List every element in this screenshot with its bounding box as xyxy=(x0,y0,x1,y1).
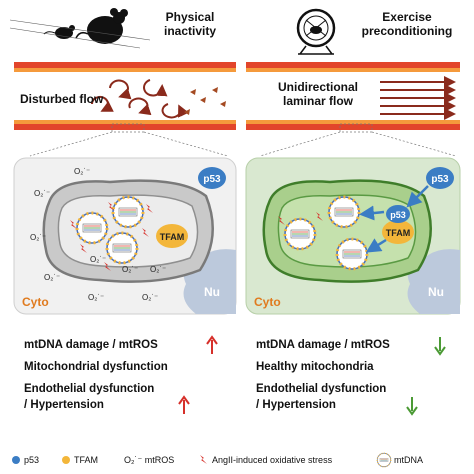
right-outcome-4: / Hypertension xyxy=(256,399,336,411)
vessel-wall-top-left xyxy=(14,62,236,72)
legend-angii-label: AngII-induced oxidative stress xyxy=(212,455,333,465)
right-outcome-1: mtDNA damage / mtROS xyxy=(256,339,390,351)
p53-right-outer: p53 xyxy=(426,167,454,189)
svg-text:O₂˙⁻: O₂˙⁻ xyxy=(44,273,60,282)
vessel-wall-bottom-right xyxy=(246,120,460,130)
svg-text:O₂˙⁻: O₂˙⁻ xyxy=(74,167,90,176)
left-outcome-4: / Hypertension xyxy=(24,399,104,411)
legend-tfam-label: TFAM xyxy=(74,455,98,465)
vessel-wall-top-right xyxy=(246,62,460,72)
tfam-left-label: TFAM xyxy=(160,232,185,242)
laminar-flow-line1: Unidirectional xyxy=(277,80,358,94)
mouse-large-icon xyxy=(75,8,128,44)
right-outcome-3: Endothelial dysfunction xyxy=(256,383,387,395)
legend-tfam-icon xyxy=(62,456,70,464)
right-outcome-2: Healthy mitochondria xyxy=(256,361,374,373)
platelet-triangles xyxy=(184,87,226,115)
up-arrows-left xyxy=(178,335,218,414)
running-wheel-icon xyxy=(296,8,336,55)
legend-mtdna-label: mtDNA xyxy=(394,455,423,465)
svg-text:O₂˙⁻: O₂˙⁻ xyxy=(30,233,46,242)
zoom-lines-right xyxy=(259,123,457,157)
nu-label-right: Nu xyxy=(428,285,444,299)
title-physical-inactivity-line1: Physical xyxy=(165,10,215,24)
laminar-flow-label: Unidirectional laminar flow xyxy=(260,80,376,108)
legend-p53-icon xyxy=(12,456,20,464)
left-outcome-1: mtDNA damage / mtROS xyxy=(24,339,158,351)
nu-label-left: Nu xyxy=(204,285,220,299)
title-physical-inactivity-line2: inactivity xyxy=(163,24,217,38)
title-exercise-line1: Exercise xyxy=(382,10,432,24)
legend-p53-label: p53 xyxy=(24,455,40,465)
svg-text:O₂˙⁻: O₂˙⁻ xyxy=(122,265,138,274)
tfam-right-label: TFAM xyxy=(386,228,411,238)
svg-text:O₂˙⁻: O₂˙⁻ xyxy=(90,255,106,264)
legend-angii-icon xyxy=(200,455,207,464)
ros-labels-left: O₂˙⁻ O₂˙⁻ O₂˙⁻ O₂˙⁻ O₂˙⁻ O₂˙⁻ O₂˙⁻ O₂˙⁻ … xyxy=(30,167,166,302)
title-physical-inactivity: Physical inactivity xyxy=(150,10,230,38)
p53-left-label: p53 xyxy=(203,174,221,185)
p53-right-inner: p53 xyxy=(386,205,410,223)
laminar-flow-arrows xyxy=(380,76,456,120)
p53-right-outer-label: p53 xyxy=(431,174,449,185)
svg-text:O₂˙⁻: O₂˙⁻ xyxy=(142,293,158,302)
svg-text:O₂˙⁻: O₂˙⁻ xyxy=(88,293,104,302)
cyto-label-right: Cyto xyxy=(254,295,281,309)
cyto-label-left: Cyto xyxy=(22,295,49,309)
title-exercise-preconditioning: Exercise preconditioning xyxy=(352,10,462,38)
title-exercise-line2: preconditioning xyxy=(361,24,453,38)
vessel-wall-bottom-left xyxy=(14,120,236,130)
ground-line-2 xyxy=(9,27,141,49)
svg-text:O₂˙⁻: O₂˙⁻ xyxy=(34,189,50,198)
tfam-right: TFAM xyxy=(382,220,414,244)
legend-mtdna-icon xyxy=(376,452,392,468)
ground-line-1 xyxy=(9,19,151,41)
p53-translocation-arrows xyxy=(359,185,429,253)
down-arrows-right xyxy=(406,337,446,416)
zoom-lines-left xyxy=(29,123,229,157)
disturbed-flow-label: Disturbed flow xyxy=(20,92,104,106)
svg-text:O₂˙⁻: O₂˙⁻ xyxy=(150,265,166,274)
disturbed-flow-arrows xyxy=(90,79,189,119)
p53-left: p53 xyxy=(198,167,226,189)
left-outcome-3: Endothelial dysfunction xyxy=(24,383,155,395)
legend-ros-label: O₂˙⁻ mtROS xyxy=(124,454,175,465)
p53-right-inner-label: p53 xyxy=(390,210,406,220)
tfam-left: TFAM xyxy=(156,224,188,248)
laminar-flow-line2: laminar flow xyxy=(282,94,353,108)
left-outcome-2: Mitochondrial dysfunction xyxy=(24,361,168,373)
